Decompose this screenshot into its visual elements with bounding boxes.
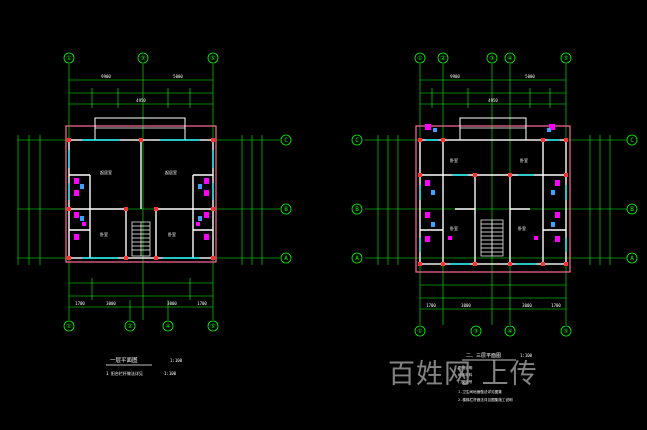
- right-outer-slab-line: [415, 125, 571, 273]
- left-bottom-dimensions: 1700 3000 3000 1700: [75, 301, 207, 306]
- right-grid-top-5: ⑤: [563, 55, 568, 62]
- svg-text:卧室: 卧室: [168, 231, 176, 237]
- right-windows: [419, 139, 567, 265]
- right-grid-right-3: A: [630, 255, 634, 262]
- right-grid-bottom-1: ①: [417, 328, 422, 335]
- right-fixtures-blue: [431, 128, 555, 227]
- left-plan-scale: 1:100: [170, 358, 183, 363]
- left-bottom-dim-1: 1700: [75, 301, 85, 306]
- left-grid-right-1: C: [284, 137, 288, 144]
- right-plan-scale: 1:100: [520, 353, 533, 358]
- right-top-dim-3: 4950: [488, 98, 498, 103]
- left-columns: [67, 138, 215, 260]
- svg-text:卧室: 卧室: [450, 225, 458, 231]
- right-grid-top-2: ②: [440, 55, 445, 62]
- right-grid-top-1: ①: [417, 55, 422, 62]
- left-top-dim-3: 4950: [136, 98, 146, 103]
- right-grid-right-2: B: [630, 206, 634, 213]
- left-bottom-dim-2: 3000: [106, 301, 116, 306]
- right-legend-line-1: 图例说明: [458, 365, 473, 370]
- right-bottom-dim-1: 1700: [426, 303, 436, 308]
- right-walls: [419, 117, 567, 265]
- right-note-1: 1.卫生间地面做法详见图集: [458, 389, 502, 394]
- left-grid-bubble-labels: ① ③ ⑤ ① ② ④ ⑤ C B A: [66, 55, 288, 330]
- left-floor-plan: 起居室 起居室 卧室 卧室 9900 5000 4950 1700 3000 3…: [17, 52, 292, 376]
- right-columns: [418, 138, 568, 266]
- right-grid-left-1: C: [355, 137, 359, 144]
- right-note-2: 2.楼梯栏杆做法详见图集施工说明: [458, 397, 513, 402]
- left-fixtures: [74, 178, 209, 240]
- left-grid-top-2: ③: [140, 55, 145, 62]
- left-plan-title-block: 一层平面图 1:100 1 阳台栏杆做法详见 1:100: [106, 356, 183, 376]
- left-top-dim-2: 5000: [173, 74, 183, 79]
- right-grid-bubbles: [351, 52, 638, 337]
- svg-text:卧室: 卧室: [520, 157, 528, 163]
- left-grid-bottom-1: ①: [66, 323, 71, 330]
- svg-text:卧室: 卧室: [100, 231, 108, 237]
- left-bottom-dim-4: 1700: [197, 301, 207, 306]
- right-plan-title: 二、三层平面图: [466, 353, 501, 359]
- right-plan-title-block: 二、三层平面图 1:100 图例说明 墙体材料 门窗编号 1.卫生间地面做法详见…: [458, 353, 533, 402]
- left-plan-note: 1 阳台栏杆做法详见: [106, 370, 143, 376]
- left-grid-right-3: A: [284, 255, 288, 262]
- right-legend-line-2: 墙体材料: [458, 372, 473, 377]
- right-grid-right-1: C: [630, 137, 634, 144]
- right-room-labels: 卧室 卧室 卧室 卧室: [450, 157, 528, 231]
- right-grid-bottom-3: ④: [507, 328, 512, 335]
- left-top-dim-1: 9900: [101, 74, 111, 79]
- right-bottom-dimensions: 1700 3000 3000 1700: [426, 303, 561, 308]
- right-top-dim-1: 9900: [450, 74, 460, 79]
- left-plan-note-scale: 1:100: [164, 371, 177, 376]
- right-bottom-dim-4: 1700: [551, 303, 561, 308]
- right-fixtures: [425, 124, 560, 242]
- svg-text:起居室: 起居室: [100, 169, 112, 175]
- left-grid-bottom-2: ②: [127, 323, 132, 330]
- right-bottom-dim-2: 3000: [461, 303, 471, 308]
- left-grid-right-2: B: [284, 206, 288, 213]
- right-legend-line-3: 门窗编号: [458, 379, 473, 384]
- svg-text:卧室: 卧室: [518, 225, 526, 231]
- right-grid-bottom-2: ③: [473, 328, 478, 335]
- svg-text:卧室: 卧室: [450, 157, 458, 163]
- watermark-text: 百姓网 上传: [388, 359, 538, 390]
- right-grid-lines: [365, 64, 630, 325]
- left-bottom-dim-3: 3000: [167, 301, 177, 306]
- left-outer-slab-line: [65, 125, 217, 263]
- left-plan-title: 一层平面图: [110, 356, 138, 364]
- left-fixtures-blue: [80, 184, 202, 221]
- left-grid-top-1: ①: [66, 55, 71, 62]
- right-grid-top-4: ④: [507, 55, 512, 62]
- left-top-dimensions: 9900 5000 4950: [101, 74, 183, 103]
- right-grid-top-3: ③: [489, 55, 494, 62]
- left-room-labels: 起居室 起居室 卧室 卧室: [100, 169, 177, 237]
- left-stair: [131, 221, 151, 257]
- left-grid-lines: [17, 64, 280, 320]
- svg-text:起居室: 起居室: [165, 169, 177, 175]
- right-top-dim-2: 5000: [525, 74, 535, 79]
- left-grid-bottom-3: ④: [165, 323, 170, 330]
- right-grid-bottom-4: ⑤: [563, 328, 568, 335]
- right-bottom-dim-3: 3000: [522, 303, 532, 308]
- right-stair: [480, 219, 504, 257]
- right-grid-bubble-labels: ① ② ③ ④ ⑤ ① ③ ④ ⑤ C B A C B A: [355, 55, 634, 335]
- right-grid-left-2: B: [355, 206, 359, 213]
- right-grid-left-3: A: [355, 255, 359, 262]
- left-grid-bottom-4: ⑤: [210, 323, 215, 330]
- right-top-dimensions: 9900 5000 4950: [450, 74, 535, 103]
- left-windows: [68, 139, 214, 259]
- right-floor-plan: 卧室 卧室 卧室 卧室 9900 5000 4950 1700 3000 300…: [351, 52, 638, 402]
- left-grid-top-3: ⑤: [210, 55, 215, 62]
- left-grid-bubbles: [63, 52, 292, 332]
